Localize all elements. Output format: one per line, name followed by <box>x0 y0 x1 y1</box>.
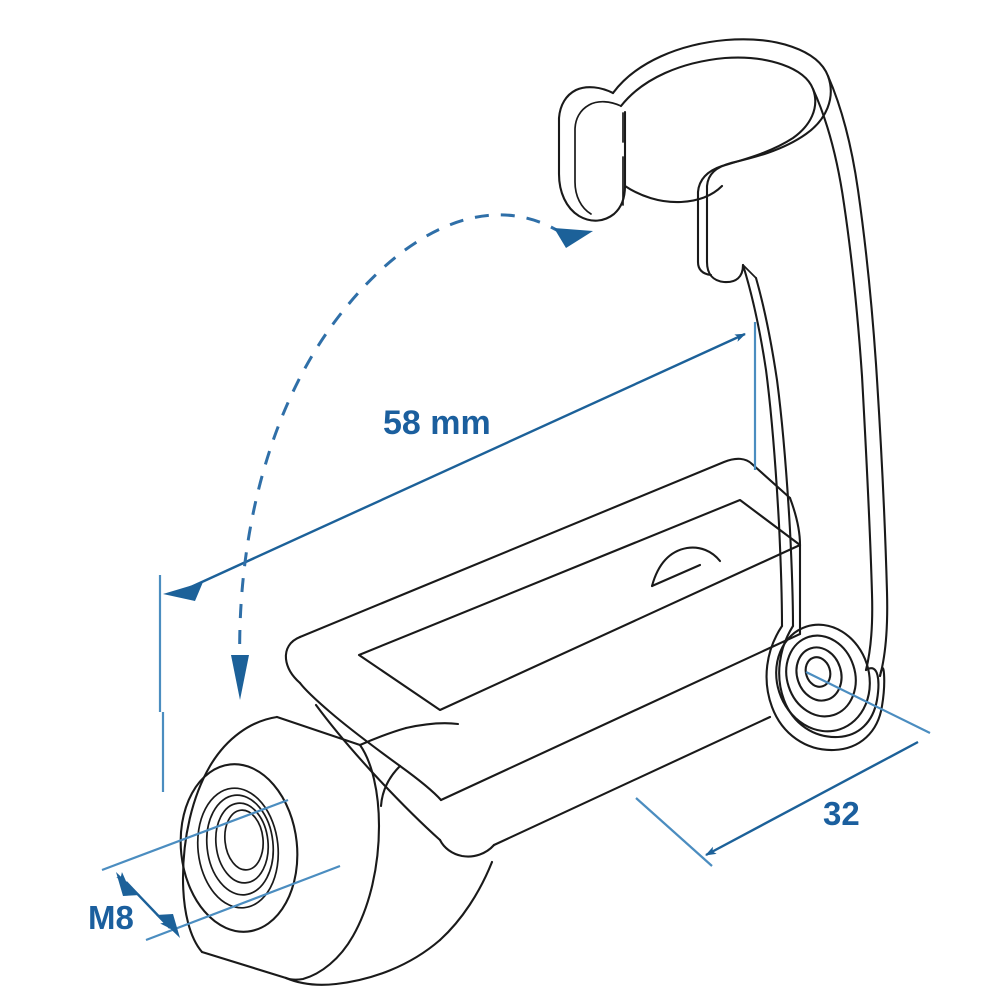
arrowhead-arc-top <box>554 228 593 248</box>
threaded-boss <box>179 715 442 986</box>
lever-swing-arc <box>231 213 593 700</box>
lever-arm <box>741 74 889 678</box>
body-fillets <box>404 722 494 942</box>
arc-dashed-path <box>238 213 573 671</box>
dim-line-58 <box>179 332 746 594</box>
part-geometry <box>179 38 889 986</box>
dim-line-32 <box>705 740 919 857</box>
dim-label-m8: M8 <box>88 899 134 936</box>
dimension-32 <box>635 671 931 867</box>
pivot-eyelet <box>765 623 886 752</box>
dimension-m8 <box>101 712 341 942</box>
dimension-58mm <box>158 322 757 712</box>
channel-body <box>284 457 802 858</box>
arrowhead-arc-bottom <box>231 655 249 700</box>
arrowhead-58-left <box>163 582 203 601</box>
clamp-hook <box>557 38 832 284</box>
ext-line-32-upper <box>805 671 931 734</box>
ext-line-m8-lower <box>145 864 341 942</box>
arrowhead-m8-upper <box>116 872 140 896</box>
ext-line-m8-upper <box>101 798 289 872</box>
dim-label-32: 32 <box>823 795 860 832</box>
arrowhead-m8-lower <box>156 914 180 938</box>
ext-line-32-lower <box>635 797 713 867</box>
dim-label-58mm: 58 mm <box>383 404 491 442</box>
